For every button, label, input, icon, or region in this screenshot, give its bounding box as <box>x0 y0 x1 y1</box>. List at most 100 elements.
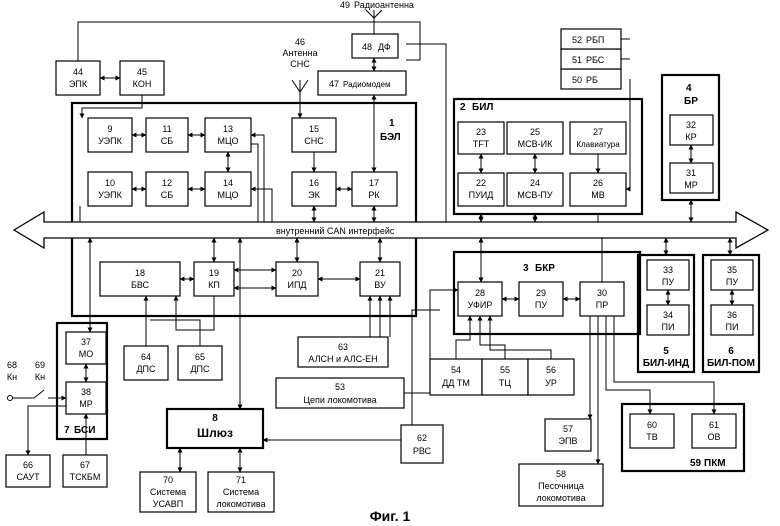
b48-num: 48 <box>362 42 372 52</box>
b1-num: 1 <box>389 118 395 129</box>
b10-num: 10 <box>105 178 115 188</box>
b18-label: БВС <box>131 280 150 290</box>
b13-num: 13 <box>223 124 233 134</box>
b17-num: 17 <box>369 178 379 188</box>
b23-num: 23 <box>476 127 486 137</box>
b22-num: 22 <box>476 178 486 188</box>
b5-num: 5 <box>663 346 669 357</box>
b60-num: 60 <box>647 420 657 430</box>
b34-label: ПИ <box>662 322 675 332</box>
container-1-bel <box>70 101 418 318</box>
b47-num: 47 <box>329 79 339 89</box>
b14-label: МЦО <box>218 190 239 200</box>
block-54 <box>429 358 483 396</box>
b62-label: РВС <box>413 446 432 456</box>
b25-num: 25 <box>530 127 540 137</box>
block-10 <box>87 171 133 207</box>
b70-num: 70 <box>163 475 173 485</box>
b67-label: ТСКБМ <box>70 472 101 482</box>
container-3-bkr <box>452 250 642 336</box>
b11-label: СБ <box>161 136 173 146</box>
b8-num: 8 <box>212 413 218 424</box>
b23-label: TFT <box>473 139 490 149</box>
b19-num: 19 <box>209 268 219 278</box>
b13-label: МЦО <box>218 136 239 146</box>
block-64 <box>123 345 169 381</box>
block-47 <box>317 70 407 96</box>
can-bus <box>12 210 770 250</box>
block-14 <box>204 171 252 207</box>
b1-label: БЭЛ <box>380 132 401 143</box>
b33-num: 33 <box>663 265 673 275</box>
b10-label: УЭПК <box>98 190 122 200</box>
b32-num: 32 <box>686 120 696 130</box>
block-60 <box>629 413 675 449</box>
block-24 <box>506 172 564 207</box>
block-33 <box>646 259 690 291</box>
b9-label: УЭПК <box>98 136 122 146</box>
block-25 <box>506 121 564 155</box>
block-9 <box>87 117 133 153</box>
b70-label1: Система <box>150 487 186 497</box>
block-15 <box>291 117 337 153</box>
b29-num: 29 <box>536 288 546 298</box>
block-26 <box>569 172 627 207</box>
b49-label: Радиоантенна <box>354 0 414 10</box>
b49-num: 49 <box>340 0 350 10</box>
b36-num: 36 <box>727 310 737 320</box>
b24-num: 24 <box>530 178 540 188</box>
b26-num: 26 <box>593 178 603 188</box>
b51-label: РБС <box>586 55 605 65</box>
b7-num: 7 <box>64 425 70 436</box>
b55-num: 55 <box>500 365 510 375</box>
b46-label1: Антенна <box>283 48 318 58</box>
b6-num: 6 <box>728 346 734 357</box>
b45-label: КОН <box>133 79 152 89</box>
block-48 <box>351 33 399 59</box>
b65-label: ДПС <box>190 364 210 374</box>
block-27 <box>569 121 627 155</box>
block-37 <box>65 331 107 365</box>
block-53 <box>275 377 405 409</box>
b24-label: МСВ-ПУ <box>517 190 552 200</box>
b69-label: Кн <box>35 372 45 382</box>
b38-num: 38 <box>81 387 91 397</box>
b58-label2: локомотива <box>536 493 585 503</box>
b61-label: ОВ <box>707 432 720 442</box>
b55-label: ТЦ <box>499 378 511 388</box>
b29-label: ПУ <box>535 300 547 310</box>
b64-num: 64 <box>141 352 151 362</box>
b50-num: 50 <box>572 75 582 85</box>
b53-num: 53 <box>335 382 345 392</box>
block-56 <box>527 358 575 396</box>
b70-label2: УСАВП <box>153 499 184 509</box>
container-8-gateway <box>165 407 265 450</box>
b68-label: Кн <box>7 372 17 382</box>
b57-label: ЭПВ <box>559 436 578 446</box>
b14-num: 14 <box>223 178 233 188</box>
b44-num: 44 <box>73 67 83 77</box>
b66-num: 66 <box>23 460 33 470</box>
b21-label: ВУ <box>374 280 386 290</box>
b32-label: КР <box>685 132 696 142</box>
b25-label: МСВ-ИК <box>518 139 553 149</box>
b46-label2: СНС <box>290 59 310 69</box>
b28-label: УФИР <box>468 300 493 310</box>
b60-label: ТВ <box>646 432 658 442</box>
b58-label1: Песочница <box>538 481 584 491</box>
b45-num: 45 <box>137 67 147 77</box>
b31-label: МР <box>684 180 698 190</box>
figure-caption: Фиг. 1 <box>370 508 411 524</box>
b31-num: 31 <box>686 168 696 178</box>
b46-num: 46 <box>295 37 305 47</box>
b66-label: САУТ <box>16 472 40 482</box>
block-70 <box>139 471 197 513</box>
container-2-bil <box>452 97 644 216</box>
block-61 <box>691 413 737 449</box>
container-7-bsi <box>55 321 109 441</box>
b54-num: 54 <box>451 365 461 375</box>
b64-label: ДПС <box>136 364 156 374</box>
block-36 <box>710 304 754 336</box>
block-12 <box>145 171 189 207</box>
b71-label2: локомотива <box>216 499 265 509</box>
